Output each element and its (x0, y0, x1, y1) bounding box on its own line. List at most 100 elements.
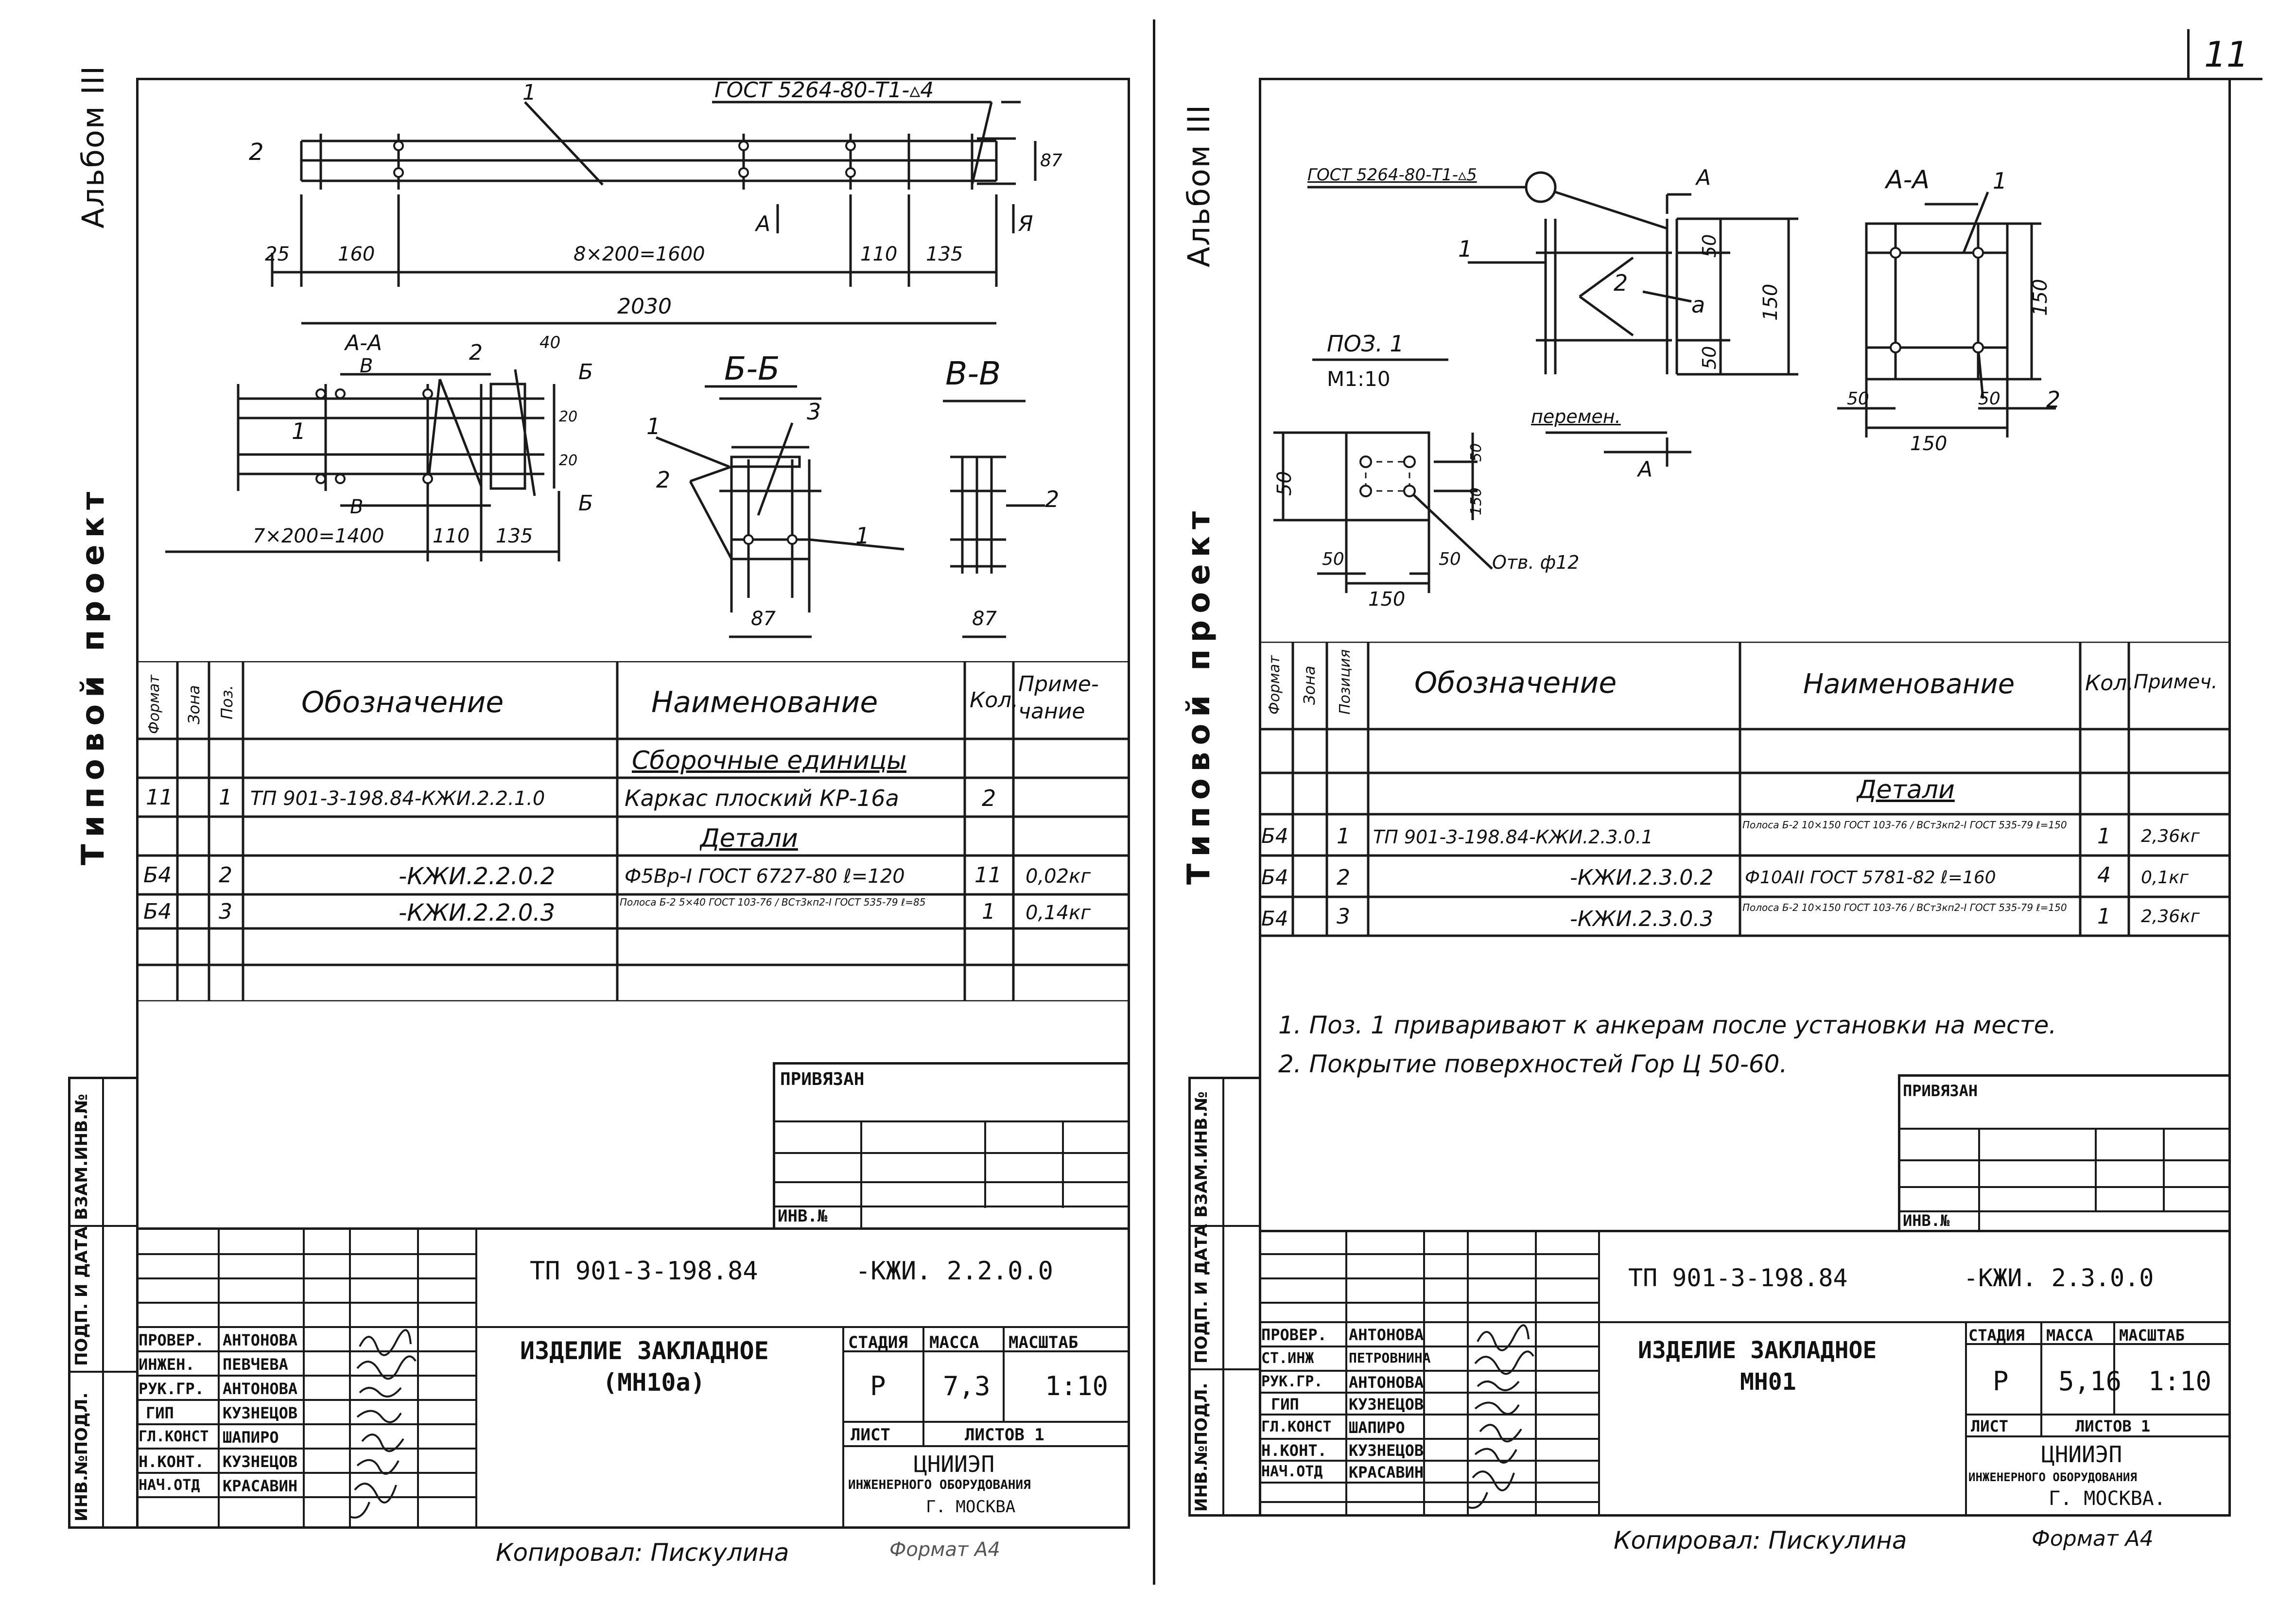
left-tb-title2: (МН10а) (603, 1368, 705, 1397)
right-spec-h-qty: Кол. (2085, 671, 2134, 696)
page-divider (1153, 19, 1155, 1585)
right-spec-row1-note: 2,36кг (2141, 826, 2200, 846)
left-spec-row3-designation: -КЖИ.2.2.0.2 (399, 863, 556, 890)
left-label-1: 1 (522, 80, 536, 105)
right-pos-label: ПОЗ. 1 (1327, 331, 1404, 357)
right-label-1: 1 (1458, 236, 1473, 262)
left-spec-row4-pos: 3 (219, 899, 232, 924)
left-signer-2-role: РУК.ГР. (139, 1380, 204, 1398)
left-label-3: 3 (807, 399, 821, 425)
right-signer-3-role: ГИП (1271, 1395, 1299, 1414)
left-tb-scale-h: МАСШТАБ (1009, 1333, 1078, 1352)
right-spec-row3-designation: -КЖИ.2.3.0.3 (1570, 907, 1714, 931)
right-spec-row1-format: Б4 (1261, 824, 1288, 848)
right-dim-50c: 50 (1847, 389, 1869, 409)
left-dim-87b: 87 (751, 608, 776, 630)
left-spec-h-qty: Кол. (970, 688, 1019, 713)
right-tb-org1: ЦНИИЭП (2041, 1441, 2122, 1468)
left-signer-1-role: ИНЖЕН. (139, 1355, 195, 1374)
left-frame (136, 78, 1130, 1529)
left-spec-row3-qty: 11 (974, 863, 1002, 888)
left-tb-mass: 7,3 (943, 1371, 991, 1401)
left-dim-25: 25 (265, 243, 290, 265)
right-spec-h-name: Наименование (1803, 668, 2015, 700)
left-signer-0-role: ПРОВЕР. (139, 1331, 204, 1349)
left-label-2b: 2 (469, 340, 483, 365)
right-note-2: 2. Покрытие поверхностей Гор Ц 50-60. (1278, 1050, 1788, 1078)
right-signer-6-name: КРАСАВИН (1349, 1463, 1424, 1482)
left-priv-row3 (773, 1181, 1130, 1183)
left-weld-callout: ГОСТ 5264-80-Т1-▵4 (714, 78, 934, 103)
left-dim-135: 135 (926, 243, 963, 265)
right-spec-row2-qty: 4 (2097, 863, 2111, 888)
right-format: Формат А4 (2032, 1526, 2154, 1551)
right-tb-stage-h: СТАДИЯ (1968, 1326, 2025, 1345)
left-label-1d: 1 (855, 523, 870, 549)
right-spec-row0-name: Детали (1857, 775, 1955, 804)
right-privyazan-box (1898, 1074, 2231, 1230)
right-mark-a-bot: А (1638, 457, 1653, 482)
page-number: 11 (2204, 34, 2249, 75)
right-priv-col1 (1978, 1128, 1980, 1230)
right-spec-row2-name: Ф10АII ГОСТ 5781-82 ℓ=160 (1745, 868, 1996, 888)
left-copied: Копировал: Пискулина (496, 1538, 789, 1567)
left-spec-row1-format: 11 (146, 785, 173, 810)
right-frame (1259, 78, 2231, 1517)
left-spec-row4-qty: 1 (982, 899, 995, 924)
left-spec-h-designation: Обозначение (301, 685, 504, 719)
left-tb-org1: ЦНИИЭП (914, 1451, 995, 1477)
right-spec-row3-format: Б4 (1261, 907, 1288, 930)
left-tb-title1: ИЗДЕЛИЕ ЗАКЛАДНОЕ (520, 1337, 769, 1365)
left-spec-row3-name: Ф5Вр-I ГОСТ 6727-80 ℓ=120 (625, 865, 905, 888)
left-priv-row1 (773, 1120, 1130, 1122)
left-signer-5-name: КУЗНЕЦОВ (223, 1452, 298, 1471)
right-spec-row3-pos: 3 (1337, 904, 1350, 929)
left-label-1b: 1 (292, 418, 306, 444)
left-spec-row4-format: Б4 (143, 899, 172, 924)
left-title-grid (136, 1227, 1130, 1529)
right-dim-150c: 150 (1910, 433, 1948, 455)
right-tb-mass: 5,16 (2058, 1366, 2122, 1397)
right-spec-row2-pos: 2 (1337, 865, 1350, 890)
left-signer-4-name: ШАПИРО (223, 1428, 279, 1447)
right-side-stamp-row2 (1188, 1368, 1261, 1370)
right-peremen: перемен. (1531, 406, 1621, 427)
left-dim-160: 160 (338, 243, 375, 265)
left-label-2: 2 (249, 139, 264, 166)
right-side-stamp-row1 (1188, 1225, 1261, 1227)
right-drawing (1273, 171, 2056, 593)
left-spec-grid (136, 661, 1130, 1001)
left-signer-1-name: ПЕВЧЕВА (223, 1355, 288, 1374)
left-priv-col1 (860, 1120, 862, 1227)
right-spec-row2-format: Б4 (1261, 865, 1288, 889)
right-spec-row3-qty: 1 (2097, 904, 2111, 929)
right-tb-code: ТП 901-3-198.84 (1628, 1264, 1848, 1292)
left-title-block (136, 1227, 1130, 1529)
right-spec-row1-designation: ТП 901-3-198.84-КЖИ.2.3.0.1 (1373, 826, 1653, 848)
left-spec-row3-format: Б4 (143, 863, 172, 888)
right-spec-row1-qty: 1 (2097, 824, 2111, 849)
right-tb-org2: ИНЖЕНЕРНОГО ОБОРУДОВАНИЯ (1968, 1470, 2137, 1484)
left-tb-code2: -КЖИ. 2.2.0.0 (855, 1257, 1053, 1286)
right-spec-row1-pos: 1 (1337, 824, 1350, 849)
left-dim-20a: 20 (559, 408, 578, 425)
left-mark-b1: Б (578, 360, 593, 385)
right-tb-title1: ИЗДЕЛИЕ ЗАКЛАДНОЕ (1638, 1337, 1877, 1364)
right-spec-row1-name: Полоса Б-2 10×150 ГОСТ 103-76 / ВСт3кп2-… (1742, 819, 2067, 831)
left-spec-row3-note: 0,02кг (1026, 865, 1091, 888)
right-weld-callout: ГОСТ 5264-80-Т1-▵5 (1307, 165, 1477, 185)
left-spec-row4-note: 0,14кг (1026, 902, 1091, 924)
right-note-1: 1. Поз. 1 приваривают к анкерам после ус… (1278, 1011, 2057, 1039)
left-spec-row1-designation: ТП 901-3-198.84-КЖИ.2.2.1.0 (250, 787, 545, 810)
left-dim-2030: 2030 (617, 294, 672, 319)
left-section-aa: А-А (345, 331, 383, 355)
right-priv-row2 (1898, 1159, 2231, 1161)
right-tb-code2: -КЖИ. 2.3.0.0 (1964, 1264, 2154, 1292)
right-spec-row2-note: 0,1кг (2141, 868, 2189, 888)
left-spec-row1-pos: 1 (219, 785, 232, 810)
left-spec-row0-name: Сборочные единицы (632, 746, 907, 775)
right-tb-sheet: ЛИСТ (1971, 1417, 2009, 1435)
left-tb-sheet: ЛИСТ (851, 1425, 890, 1445)
left-spec-row1-qty: 2 (982, 785, 996, 811)
